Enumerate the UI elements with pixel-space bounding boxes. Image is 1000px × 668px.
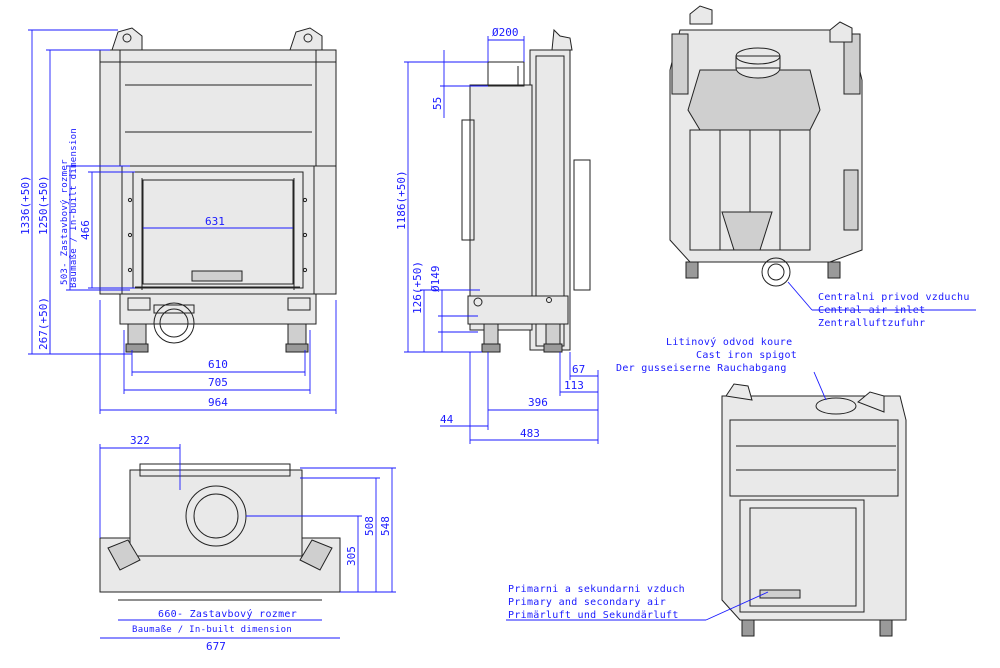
iso-view-front bbox=[721, 383, 907, 637]
top-dim-660-sub: Baumaße / In-built dimension bbox=[132, 625, 292, 635]
side-dim-396: 396 bbox=[528, 396, 548, 409]
top-dim-322: 322 bbox=[130, 434, 150, 447]
top-dim-508: 508 bbox=[363, 516, 376, 536]
spigot-note: Litinový odvod koure Cast iron spigot De… bbox=[616, 336, 827, 401]
front-dim-964: 964 bbox=[208, 396, 228, 409]
top-dim-548: 548 bbox=[379, 516, 392, 536]
front-dim-1336: 1336(+50) bbox=[19, 175, 32, 235]
front-dim-466: 466 bbox=[79, 220, 92, 240]
spigot-cz: Litinový odvod koure bbox=[666, 336, 792, 348]
front-dim-631: 631 bbox=[205, 215, 225, 228]
side-dim-149: Ø149 bbox=[429, 266, 442, 293]
central-air-en: Central air inlet bbox=[818, 305, 925, 316]
front-dim-705: 705 bbox=[208, 376, 228, 389]
primary-air-en: Primary and secondary air bbox=[508, 597, 666, 608]
side-view: Ø200 55 1186(+50) 126(+50) Ø149 67 113 3… bbox=[395, 26, 599, 444]
front-dim-610: 610 bbox=[208, 358, 228, 371]
top-dim-660: 660- Zastavbový rozmer bbox=[158, 608, 297, 620]
spigot-en: Cast iron spigot bbox=[696, 350, 797, 361]
iso-view-rear bbox=[669, 5, 863, 287]
side-dim-483: 483 bbox=[520, 427, 540, 440]
central-air-note: Centralni privod vzduchu Central air inl… bbox=[787, 281, 976, 329]
side-dim-200: Ø200 bbox=[492, 26, 519, 39]
top-view: 322 305 508 548 660- Zastavbový rozmer B… bbox=[99, 434, 396, 653]
side-dim-55: 55 bbox=[431, 97, 444, 110]
top-dim-305: 305 bbox=[345, 546, 358, 566]
front-view: 631 610 705 964 1336(+50) 1250(+50) 503-… bbox=[19, 27, 337, 414]
primary-air-note: Primarni a sekundarni vzduch Primary and… bbox=[506, 584, 769, 621]
side-dim-1186: 1186(+50) bbox=[395, 170, 408, 230]
front-dim-1250: 1250(+50) bbox=[37, 175, 50, 235]
spigot-de: Der gusseiserne Rauchabgang bbox=[616, 363, 787, 374]
side-dim-67: 67 bbox=[572, 363, 585, 376]
central-air-de: Zentralluftzufuhr bbox=[818, 318, 925, 329]
central-air-cz: Centralni privod vzduchu bbox=[818, 292, 970, 303]
side-dim-126: 126(+50) bbox=[411, 261, 424, 314]
primary-air-de: Primärluft und Sekundärluft bbox=[508, 610, 679, 621]
front-dim-503: 503- Zastavbový rozmer bbox=[60, 159, 70, 285]
side-dim-113: 113 bbox=[564, 379, 584, 392]
front-dim-267: 267(+50) bbox=[37, 297, 50, 350]
top-dim-677: 677 bbox=[206, 640, 226, 653]
side-dim-44: 44 bbox=[440, 413, 454, 426]
primary-air-cz: Primarni a sekundarni vzduch bbox=[508, 584, 685, 595]
front-dim-503-sub: Baumaße / In-built dimension bbox=[69, 128, 79, 288]
